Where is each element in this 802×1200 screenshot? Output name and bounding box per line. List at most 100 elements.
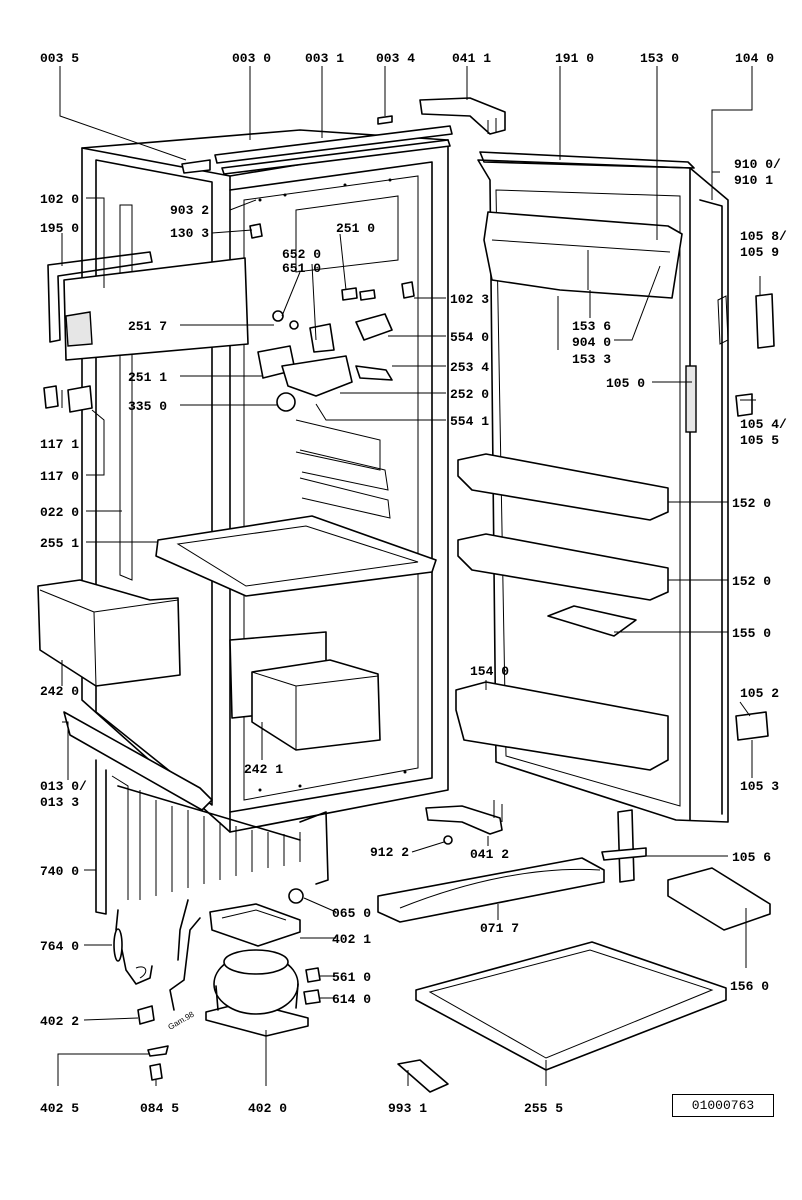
part-065 <box>288 888 304 904</box>
capillary <box>113 909 153 985</box>
part-402-2 <box>137 1005 155 1025</box>
label-0220: 022 0 <box>40 505 79 520</box>
label-9032: 903 2 <box>170 203 209 218</box>
label-1560: 156 0 <box>730 979 769 994</box>
label-9100: 910 0/ <box>734 157 781 172</box>
label-0133: 013 3 <box>40 795 79 810</box>
label-1533: 153 3 <box>572 352 611 367</box>
label-1023: 102 3 <box>450 292 489 307</box>
label-4022: 402 2 <box>40 1014 79 1029</box>
label-0845: 084 5 <box>140 1101 179 1116</box>
tubing <box>169 899 201 1011</box>
label-1020: 102 0 <box>40 192 79 207</box>
hinge-bottom <box>425 800 503 835</box>
label-1053: 105 3 <box>740 779 779 794</box>
label-1040: 104 0 <box>735 51 774 66</box>
label-1520b: 152 0 <box>732 574 771 589</box>
label-0031: 003 1 <box>305 51 344 66</box>
door-bin-152-a <box>457 453 669 521</box>
label-1055: 105 5 <box>740 433 779 448</box>
crisper-242-0 <box>37 579 181 687</box>
label-2511: 251 1 <box>128 370 167 385</box>
leader-lines <box>57 66 761 1086</box>
door-bin-152-b <box>457 533 669 601</box>
label-1170: 117 0 <box>40 469 79 484</box>
label-1171: 117 1 <box>40 437 79 452</box>
relay-bracket <box>209 903 301 947</box>
glass-shelf <box>155 515 437 597</box>
door-bin-153 <box>483 211 683 299</box>
label-1536: 153 6 <box>572 319 611 334</box>
part-912-2 <box>443 835 453 845</box>
label-0717: 071 7 <box>480 921 519 936</box>
label-4025: 402 5 <box>40 1101 79 1116</box>
label-2520: 252 0 <box>450 387 489 402</box>
bottom-frame <box>63 711 213 811</box>
hinge-parts-right <box>601 293 775 883</box>
egg-tray <box>547 605 637 637</box>
label-1910: 191 0 <box>555 51 594 66</box>
label-1520a: 152 0 <box>732 496 771 511</box>
label-1540: 154 0 <box>470 664 509 679</box>
label-0035: 003 5 <box>40 51 79 66</box>
part-labels: 003 5 003 0 003 1 003 4 041 1 191 0 153 … <box>40 51 787 1116</box>
lamp-assembly <box>249 223 415 412</box>
label-2421: 242 1 <box>244 762 283 777</box>
control-panel <box>63 257 249 361</box>
label-9040: 904 0 <box>572 335 611 350</box>
label-1530: 153 0 <box>640 51 679 66</box>
label-9122: 912 2 <box>370 845 409 860</box>
label-1054: 105 4/ <box>740 417 787 432</box>
label-2534: 253 4 <box>450 360 489 375</box>
annotation-gam: Gam.98 <box>167 1009 197 1031</box>
reference-number-box: 01000763 <box>672 1094 774 1117</box>
hinge-top <box>419 97 506 135</box>
label-9101: 910 1 <box>734 173 773 188</box>
label-4021: 402 1 <box>332 932 371 947</box>
label-2420: 242 0 <box>40 684 79 699</box>
trim-071 <box>377 857 605 923</box>
label-7640: 764 0 <box>40 939 79 954</box>
label-1303: 130 3 <box>170 226 209 241</box>
label-1550: 155 0 <box>732 626 771 641</box>
label-0411: 041 1 <box>452 51 491 66</box>
label-1056: 105 6 <box>732 850 771 865</box>
label-1059: 105 9 <box>740 245 779 260</box>
label-2551: 255 1 <box>40 536 79 551</box>
part-084-5 <box>149 1063 163 1081</box>
label-3350: 335 0 <box>128 399 167 414</box>
label-0034: 003 4 <box>376 51 415 66</box>
label-2517: 251 7 <box>128 319 167 334</box>
label-2555: 255 5 <box>524 1101 563 1116</box>
crisper-242-1 <box>229 631 381 751</box>
label-1950: 195 0 <box>40 221 79 236</box>
top-strips <box>181 115 453 175</box>
label-6140: 614 0 <box>332 992 371 1007</box>
label-9931: 993 1 <box>388 1101 427 1116</box>
part-561 <box>305 967 321 983</box>
label-0030: 003 0 <box>232 51 271 66</box>
ice-tray <box>667 867 771 931</box>
label-6520: 652 0 <box>282 247 321 262</box>
label-6510: 651 0 <box>282 261 321 276</box>
part-117-1 <box>43 385 59 409</box>
label-5540: 554 0 <box>450 330 489 345</box>
label-2510: 251 0 <box>336 221 375 236</box>
label-7400: 740 0 <box>40 864 79 879</box>
door-bin-154 <box>455 681 669 771</box>
label-5541: 554 1 <box>450 414 489 429</box>
part-993-1 <box>397 1059 449 1093</box>
label-4020: 402 0 <box>248 1101 287 1116</box>
part-117-0 <box>67 385 93 413</box>
part-614 <box>303 989 321 1005</box>
glass-shelf-255-5 <box>415 941 727 1071</box>
label-1058: 105 8/ <box>740 229 787 244</box>
label-1052: 105 2 <box>740 686 779 701</box>
part-402-5 <box>147 1045 169 1057</box>
label-0130: 013 0/ <box>40 779 87 794</box>
label-0650: 065 0 <box>332 906 371 921</box>
label-1050: 105 0 <box>606 376 645 391</box>
label-5610: 561 0 <box>332 970 371 985</box>
